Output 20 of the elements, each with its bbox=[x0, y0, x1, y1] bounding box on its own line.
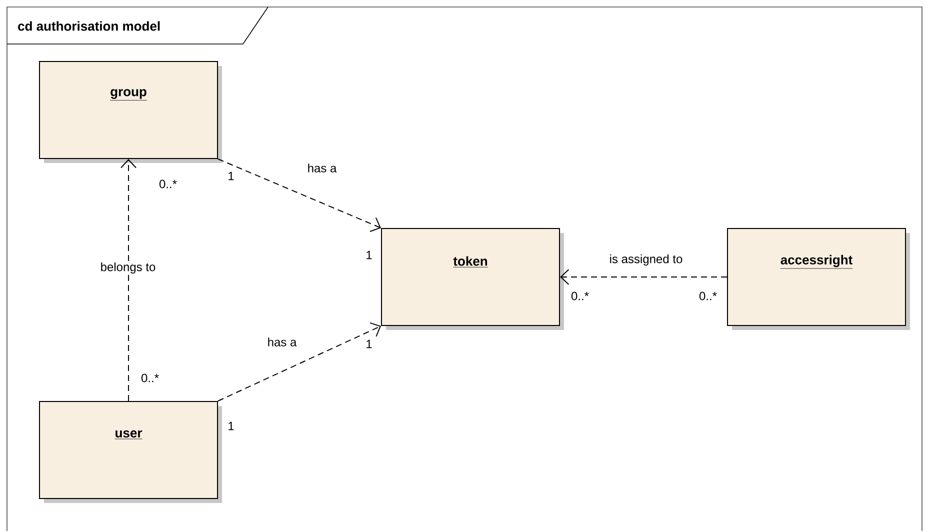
multiplicity: 0..* bbox=[699, 292, 717, 300]
multiplicity: 0..* bbox=[141, 374, 159, 382]
multiplicity: 1 bbox=[228, 172, 234, 180]
class-box: user bbox=[39, 401, 222, 503]
class-box: group bbox=[39, 61, 222, 163]
multiplicity: 1 bbox=[228, 422, 234, 430]
dependency-arrow bbox=[218, 322, 381, 402]
multiplicity: 1 bbox=[366, 340, 372, 348]
multiplicity: 1 bbox=[366, 250, 372, 260]
edge-label: belongs to bbox=[99, 261, 157, 275]
edge-label: has a bbox=[266, 336, 298, 348]
dependency-arrow bbox=[218, 158, 381, 232]
dependency-arrow bbox=[120, 159, 136, 402]
edge-label: has a bbox=[306, 162, 338, 174]
class-box: accessright bbox=[727, 228, 910, 330]
frame-title: cd authorisation model bbox=[6, 6, 268, 44]
class-box: token bbox=[381, 228, 564, 330]
multiplicity: 0..* bbox=[159, 180, 177, 188]
dependency-arrow bbox=[560, 269, 728, 285]
edge-label: is assigned to bbox=[608, 253, 684, 267]
